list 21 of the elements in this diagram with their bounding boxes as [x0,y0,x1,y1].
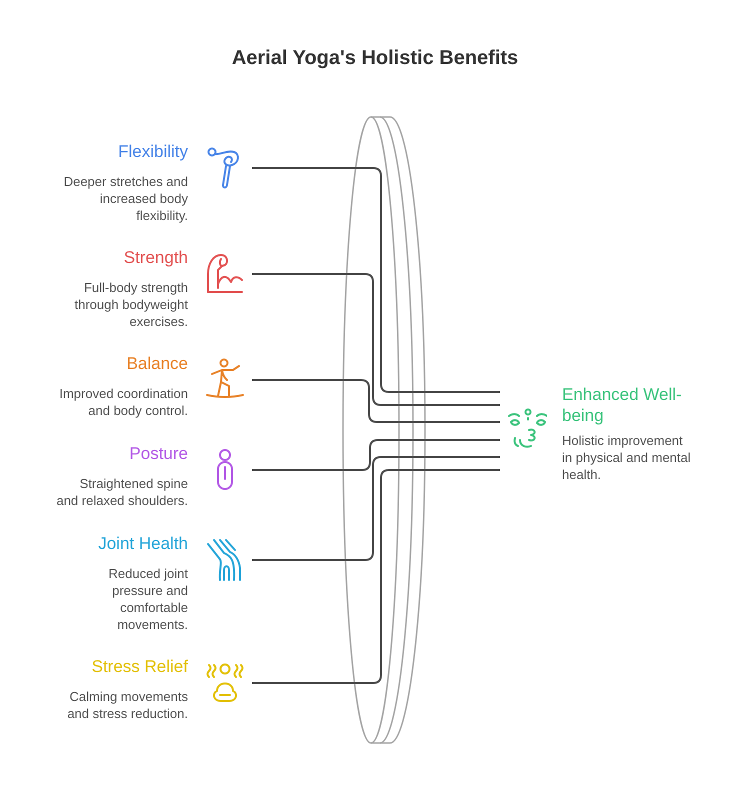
connector-line [252,469,500,684]
benefit-title: Flexibility [118,141,188,163]
benefit-description: Full-body strength through bodyweight exercises. [74,279,188,330]
benefit-description: Calming movements and stress reduction. [66,688,188,722]
benefit-description: Improved coordination and body control. [58,385,188,419]
benefit-title: Balance [126,353,188,375]
benefit-title: Strength [124,247,188,269]
outcome-description: Holistic improvement in physical and mental health. [562,432,692,483]
outcome-title: Enhanced Well-being [562,384,683,426]
benefit-description: Straightened spine and relaxed shoulders. [55,475,188,509]
connector-line [252,167,500,393]
connector-line [252,439,500,471]
connector-line [252,379,500,423]
diagram-title: Aerial Yoga's Holistic Benefits [230,46,520,71]
connector-line [252,273,500,406]
benefit-title: Joint Health [98,533,188,555]
benefit-description: Deeper stretches and increased body flexibility. [62,173,188,224]
benefit-title: Posture [129,443,188,465]
connector-line [252,456,500,561]
benefit-title: Stress Relief [92,656,188,678]
benefit-description: Reduced joint pressure and comfortable movements. [108,565,188,633]
